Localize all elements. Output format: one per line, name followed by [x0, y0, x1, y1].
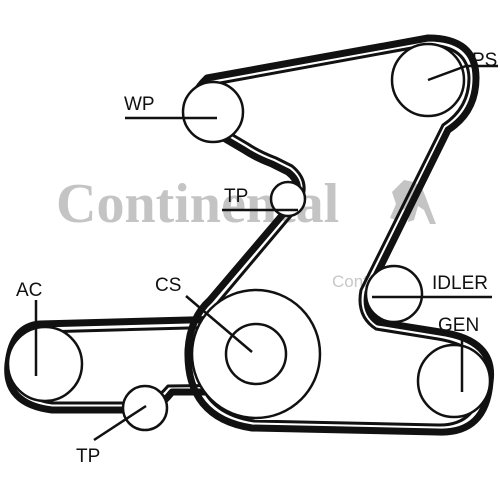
wp-label: WP	[124, 94, 155, 115]
generator-pulley	[416, 343, 492, 419]
leader-lines	[34, 64, 498, 442]
ac-compressor-pulley	[6, 325, 84, 403]
cs-leader	[185, 295, 253, 353]
serpentine-belt	[184, 34, 495, 436]
tp-lower-leader	[93, 404, 147, 442]
water-pump-pulley	[181, 80, 245, 144]
gen-label: GEN	[438, 315, 479, 336]
cs-label: CS	[155, 275, 181, 296]
tp-upper-label: TP	[224, 186, 248, 207]
idler-label: IDLER	[432, 273, 488, 294]
idler-pulley	[364, 264, 424, 324]
ps-leader	[427, 64, 498, 82]
ps-label: PS	[472, 50, 497, 71]
crankshaft-pulley	[224, 322, 288, 386]
tp-lower-label: TP	[76, 446, 100, 467]
upper-tensioner-pulley	[269, 180, 307, 218]
ac-label: AC	[16, 280, 42, 301]
